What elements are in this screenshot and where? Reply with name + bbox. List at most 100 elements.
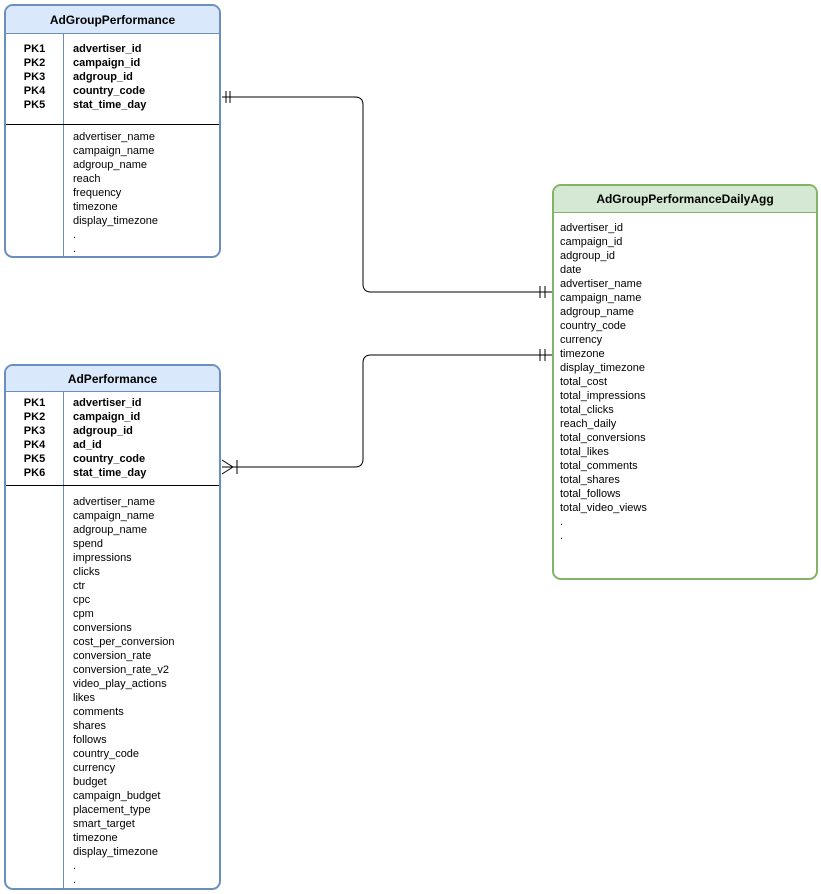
field: total_conversions: [560, 432, 646, 444]
field: campaign_id: [560, 236, 623, 248]
field: campaign_budget: [73, 790, 161, 802]
pk-field: advertiser_id: [73, 43, 142, 55]
field: total_follows: [560, 488, 621, 500]
pk-label: PK4: [23, 85, 46, 97]
field: display_timezone: [73, 846, 158, 858]
field: conversion_rate_v2: [73, 664, 170, 676]
field: shares: [73, 720, 107, 732]
field: cpc: [73, 594, 91, 606]
field: conversion_rate: [73, 650, 152, 662]
field: conversions: [73, 622, 132, 634]
field: country_code: [560, 320, 627, 332]
field: currency: [560, 334, 603, 346]
entity-adgroup-performance-daily-agg[interactable]: AdGroupPerformanceDailyAgg advertiser_id…: [552, 184, 818, 580]
connector-line[interactable]: [222, 96, 552, 293]
pk-field: campaign_id: [73, 57, 141, 69]
pk-label: PK5: [23, 453, 46, 465]
field: display_timezone: [560, 362, 645, 374]
field: likes: [73, 692, 96, 704]
pk-label: PK5: [23, 99, 46, 111]
pk-field: country_code: [73, 85, 146, 97]
entity-title: AdPerformance: [6, 366, 219, 392]
field: placement_type: [73, 804, 151, 816]
pk-label: PK3: [23, 425, 46, 437]
field: advertiser_name: [560, 278, 642, 290]
pk-field: ad_id: [73, 439, 102, 451]
field: campaign_name: [73, 145, 155, 157]
field: country_code: [73, 748, 140, 760]
cardinality-exactly-one-marker: [539, 349, 546, 361]
pk-field: stat_time_day: [73, 467, 147, 479]
field: .: [73, 860, 77, 872]
cardinality-exactly-one-marker: [539, 286, 546, 298]
pk-label: PK2: [23, 57, 46, 69]
pk-label: PK3: [23, 71, 46, 83]
field: adgroup_name: [73, 524, 148, 536]
pk-field: country_code: [73, 453, 146, 465]
field: clicks: [73, 566, 100, 578]
field: total_comments: [560, 460, 638, 472]
field: adgroup_name: [73, 159, 148, 171]
field: timezone: [73, 832, 118, 844]
pk-field: advertiser_id: [73, 397, 142, 409]
relationship-adgroupperformance-dailyagg[interactable]: [222, 91, 552, 298]
field: advertiser_id: [560, 222, 623, 234]
pk-field: adgroup_id: [73, 71, 133, 83]
field: adgroup_id: [560, 250, 616, 262]
field: total_impressions: [560, 390, 646, 402]
field: total_clicks: [560, 404, 614, 416]
field: .: [560, 516, 564, 528]
field: total_cost: [560, 376, 608, 388]
field: timezone: [73, 201, 118, 213]
pk-label: PK6: [23, 467, 46, 479]
field: .: [73, 229, 77, 241]
field: ctr: [73, 580, 86, 592]
field: campaign_name: [560, 292, 642, 304]
entity-title: AdGroupPerformanceDailyAgg: [554, 186, 816, 213]
field: follows: [73, 734, 107, 746]
relationship-adperformance-dailyagg[interactable]: [221, 349, 552, 475]
field: cost_per_conversion: [73, 636, 175, 648]
field: impressions: [73, 552, 132, 564]
field: .: [560, 530, 564, 542]
connector-line[interactable]: [222, 354, 552, 468]
pk-label-column-empty: [6, 486, 64, 888]
pk-label: PK4: [23, 439, 46, 451]
field: total_likes: [560, 446, 609, 458]
field: display_timezone: [73, 215, 158, 227]
pk-field: stat_time_day: [73, 99, 147, 111]
field: advertiser_name: [73, 131, 155, 143]
pk-field: adgroup_id: [73, 425, 133, 437]
entity-title: AdGroupPerformance: [6, 6, 219, 34]
field: currency: [73, 762, 116, 774]
field: campaign_name: [73, 510, 155, 522]
field: total_video_views: [560, 502, 647, 514]
section-divider: [6, 124, 219, 125]
pk-label-column-empty: [6, 125, 64, 256]
field: date: [560, 264, 582, 276]
field: smart_target: [73, 818, 135, 830]
field-column: advertiser_name campaign_name adgroup_name…: [64, 125, 219, 256]
field: comments: [73, 706, 124, 718]
pk-label: PK1: [23, 43, 46, 55]
field: .: [73, 874, 77, 886]
cardinality-one-or-many-marker: [221, 459, 238, 475]
field: total_shares: [560, 474, 620, 486]
field: reach: [73, 173, 101, 185]
field: timezone: [560, 348, 605, 360]
pk-label: PK2: [23, 411, 46, 423]
field: budget: [73, 776, 107, 788]
field: .: [73, 243, 77, 255]
